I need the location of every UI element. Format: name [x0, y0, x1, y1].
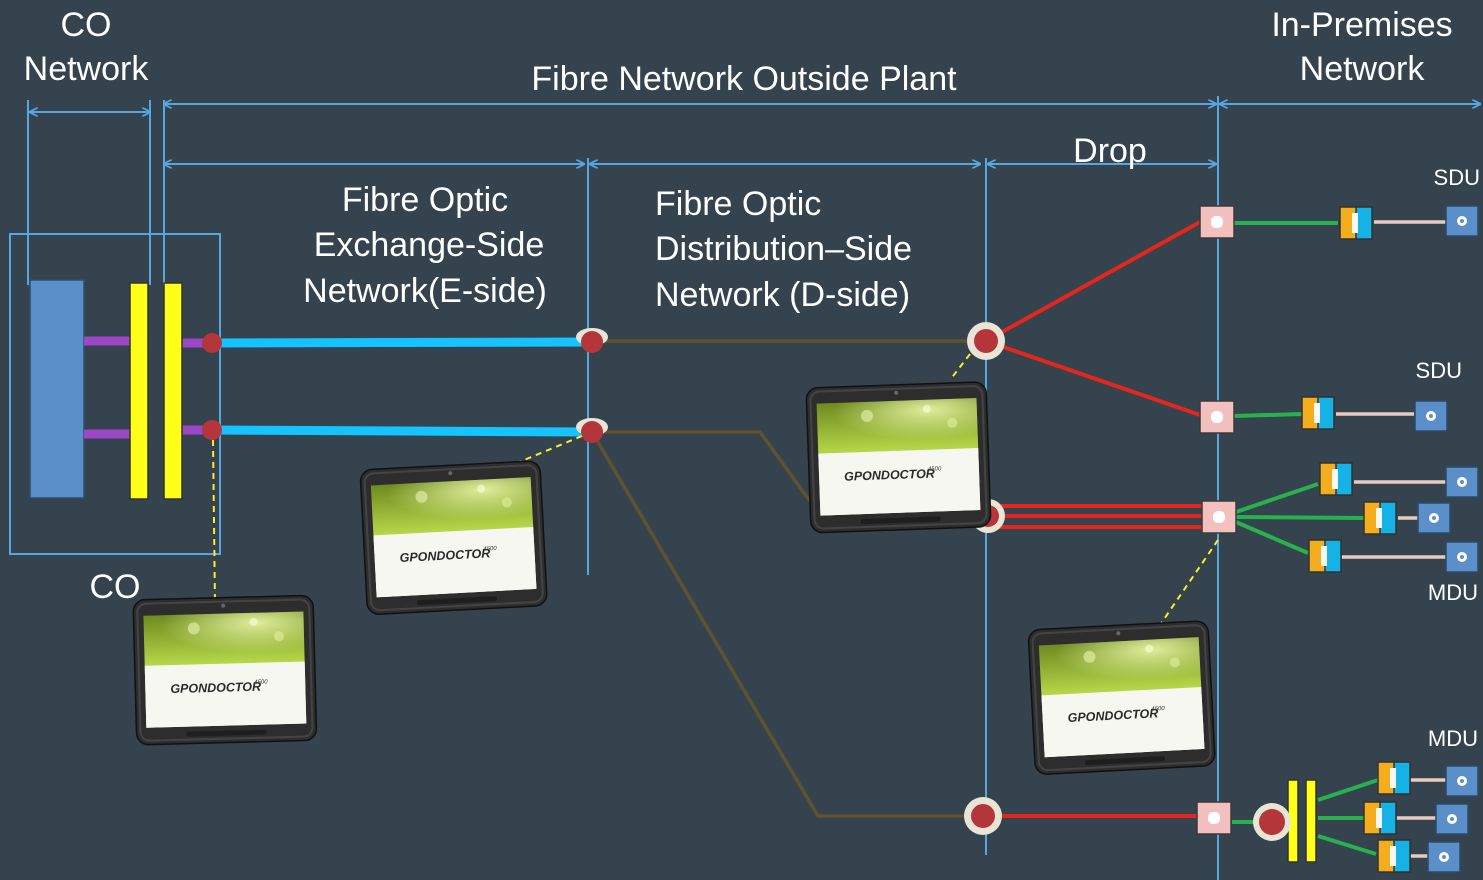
label-mdu-2: MDU	[1428, 726, 1478, 751]
patch-panel-b	[163, 282, 183, 500]
test-links	[212, 353, 1219, 626]
svg-text:GPONDOCTOR: GPONDOCTOR	[170, 680, 261, 696]
label-d-side-line2: Distribution–Side	[655, 230, 912, 268]
tester-tablet-drop: GPONDOCTOR 4500	[1027, 619, 1217, 776]
olt-chassis	[29, 279, 85, 499]
tester-tablet-d-side: GPONDOCTOR 4500	[805, 380, 992, 534]
label-co: CO	[90, 568, 141, 606]
drop-fibres	[985, 220, 1202, 818]
label-in-premises-line2: Network	[1300, 50, 1426, 88]
svg-text:GPONDOCTOR: GPONDOCTOR	[844, 467, 935, 484]
premises-connectors	[1301, 206, 1411, 873]
mdu-splitter-panel	[1287, 779, 1317, 863]
label-in-premises-line1: In-Premises	[1271, 6, 1452, 44]
label-outside-plant: Fibre Network Outside Plant	[531, 60, 957, 98]
feeder-fibres	[211, 337, 591, 437]
premises-outlets	[1414, 205, 1479, 873]
svg-text:GPONDOCTOR: GPONDOCTOR	[399, 546, 490, 565]
label-d-side-line1: Fibre Optic	[655, 185, 821, 223]
label-sdu-2: SDU	[1416, 358, 1462, 383]
svg-text:GPONDOCTOR: GPONDOCTOR	[1067, 706, 1158, 725]
splice-points	[202, 322, 1291, 841]
label-e-side-line2: Exchange-Side	[314, 226, 545, 264]
svg-text:4500: 4500	[928, 466, 942, 472]
label-d-side-line3: Network (D-side)	[655, 276, 910, 314]
co-enclosure	[9, 233, 221, 555]
premises-fibres	[1232, 221, 1379, 856]
label-co-network-line1: CO	[61, 6, 112, 44]
outlet-cords	[1336, 220, 1446, 858]
label-co-network-line2: Network	[24, 50, 150, 88]
svg-text:4500: 4500	[254, 679, 268, 685]
label-drop: Drop	[1073, 132, 1147, 170]
label-e-side-line1: Fibre Optic	[342, 181, 508, 219]
label-e-side-line3: Network(E-side)	[303, 272, 547, 310]
label-mdu-1: MDU	[1428, 580, 1478, 605]
svg-text:4500: 4500	[483, 546, 497, 553]
label-sdu-1: SDU	[1434, 165, 1480, 190]
patch-panel-a	[129, 282, 149, 500]
svg-text:4500: 4500	[1151, 706, 1165, 713]
tester-tablet-e-side: GPONDOCTOR 4500	[359, 459, 549, 616]
tester-tablet-co: GPONDOCTOR 4500	[132, 594, 318, 746]
